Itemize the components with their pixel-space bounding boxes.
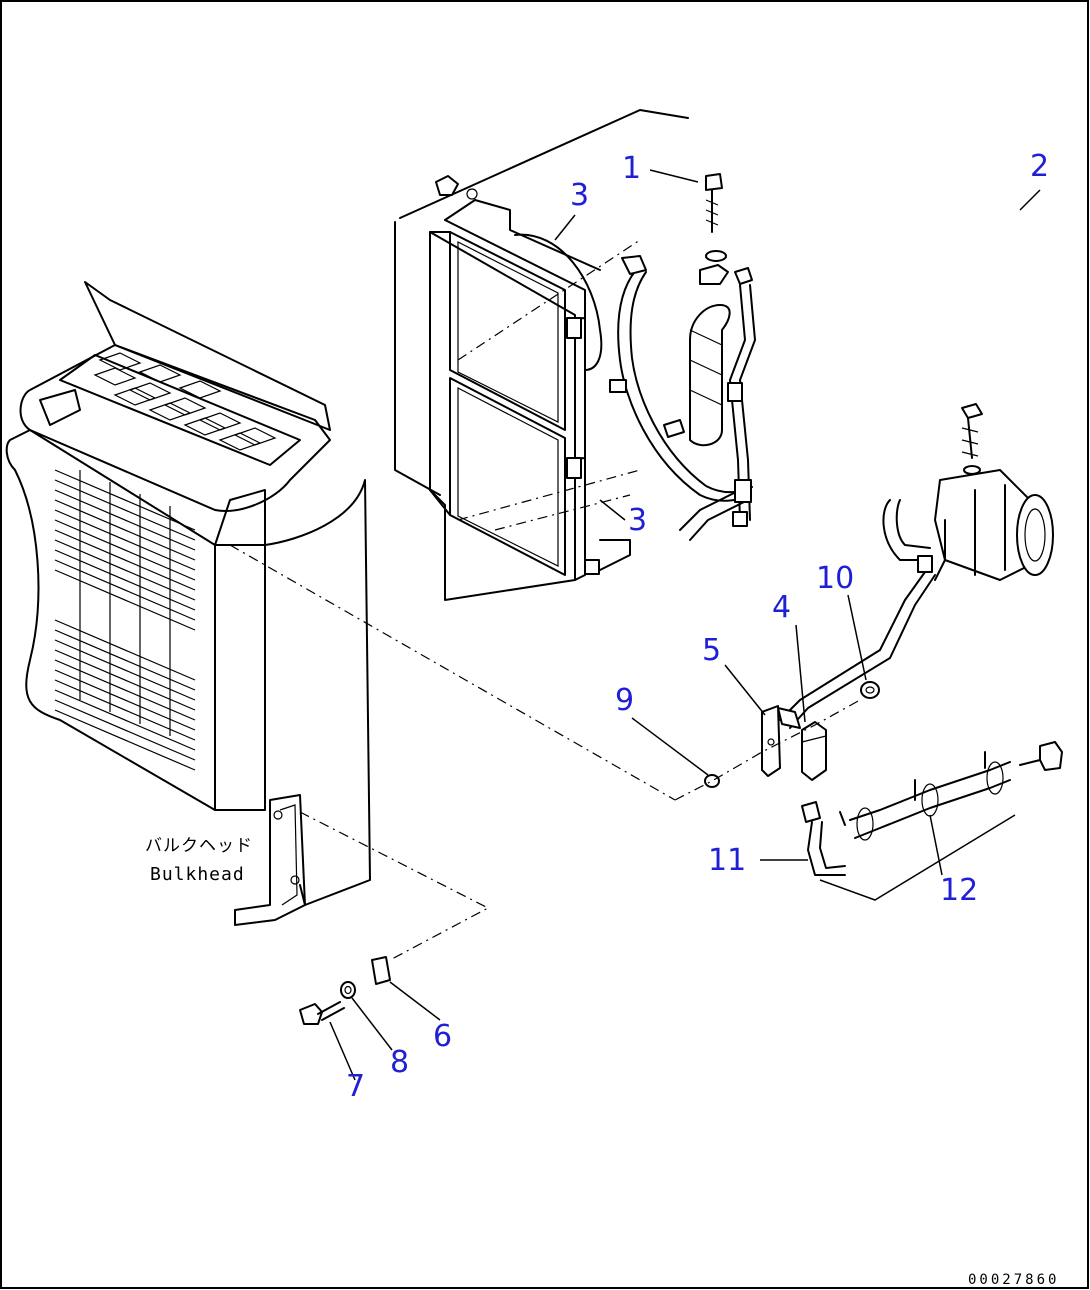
callout-8: 8 xyxy=(390,1045,409,1080)
drawing-number: 00027860 xyxy=(968,1272,1059,1288)
mounting-hardware xyxy=(299,811,490,1025)
callout-5: 5 xyxy=(702,633,721,668)
callout-4: 4 xyxy=(772,590,791,625)
bulkhead-note-english: Bulkhead xyxy=(150,864,245,885)
leader-lines xyxy=(329,169,1041,1081)
callout-3-upper: 3 xyxy=(570,178,589,213)
callout-7: 7 xyxy=(346,1069,365,1104)
callout-9: 9 xyxy=(615,683,634,718)
receiver-dryer-assembly xyxy=(689,173,756,527)
callout-labels: 1 2 3 3 4 5 6 7 8 9 10 11 12 xyxy=(346,149,1049,1104)
callout-6: 6 xyxy=(433,1019,452,1054)
compressor-assembly xyxy=(777,403,1054,729)
callout-10: 10 xyxy=(816,561,854,596)
callout-11: 11 xyxy=(708,843,746,878)
bulkhead-note-japanese: バルクヘッド xyxy=(145,836,253,856)
callout-2: 2 xyxy=(1030,149,1049,184)
callout-3-lower: 3 xyxy=(628,503,647,538)
bracket-clip-parts xyxy=(229,544,880,801)
pipe-assembly xyxy=(801,741,1063,901)
callout-1: 1 xyxy=(622,151,641,186)
callout-12: 12 xyxy=(940,873,978,908)
bulkhead-grille-assembly xyxy=(5,281,371,926)
hose-assembly xyxy=(609,255,753,541)
condenser-assembly xyxy=(394,109,689,601)
